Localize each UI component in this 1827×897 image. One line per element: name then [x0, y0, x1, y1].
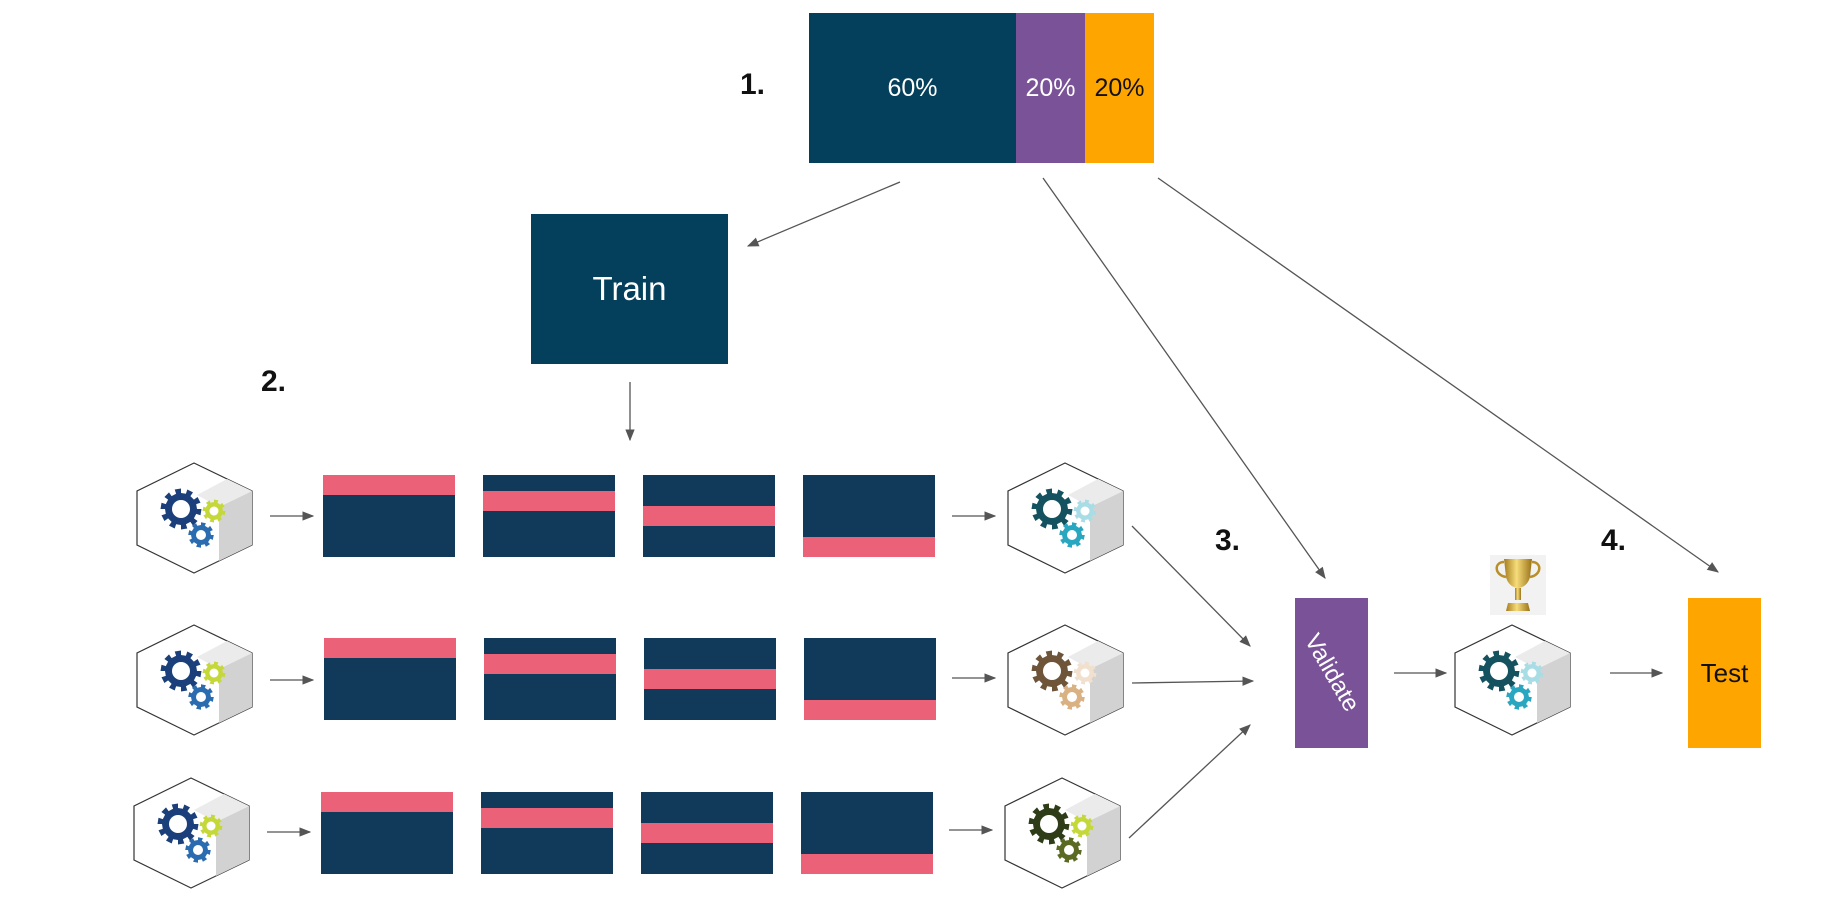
holdout-band: [483, 491, 615, 511]
untrained-model-r1: [135, 461, 255, 575]
trained-model-r2: [1006, 623, 1126, 737]
holdout-band: [641, 823, 773, 843]
train-box: Train: [531, 214, 728, 364]
fold-r3-f1: [321, 792, 453, 874]
fold-r1-f4: [803, 475, 935, 557]
split-segment-validate: 20%: [1016, 13, 1085, 163]
trained-model-r3: [1003, 776, 1123, 890]
holdout-band: [323, 475, 455, 495]
test-label: Test: [1700, 657, 1749, 688]
fold-r1-f1: [323, 475, 455, 557]
split-label-validate: 20%: [1025, 73, 1076, 102]
holdout-band: [804, 700, 936, 720]
fold-r3-f4: [801, 792, 933, 874]
holdout-band: [324, 638, 456, 658]
arrow-split-to-test: [1157, 177, 1719, 573]
gears-icon: [135, 461, 255, 580]
trained-model-r1: [1006, 461, 1126, 575]
fold-r3-f2: [481, 792, 613, 874]
holdout-band: [321, 792, 453, 812]
holdout-band: [644, 669, 776, 689]
untrained-model-r3: [132, 776, 252, 890]
split-bar: 60% 20% 20%: [809, 13, 1154, 163]
arrow-model3-to-validate: [1128, 724, 1251, 839]
fold-r2-f4: [804, 638, 936, 720]
gears-icon: [1003, 776, 1123, 895]
step-label-3: 3.: [1215, 524, 1241, 557]
fold-r2-f2: [484, 638, 616, 720]
split-label-train: 60%: [887, 73, 938, 102]
holdout-band: [643, 506, 775, 526]
gears-icon: [132, 776, 252, 895]
split-segment-train: 60%: [809, 13, 1016, 163]
validate-label: Validate: [1299, 629, 1365, 717]
fold-r3-f3: [641, 792, 773, 874]
holdout-band: [801, 854, 933, 874]
trophy-icon: [1488, 553, 1548, 617]
train-label: Train: [592, 270, 667, 307]
best-model: [1453, 623, 1573, 737]
arrow-split-to-train: [746, 181, 901, 247]
holdout-band: [803, 537, 935, 557]
gears-icon: [1006, 461, 1126, 580]
arrow-model2-to-validate: [1131, 676, 1255, 686]
arrow-split-to-validate: [1042, 177, 1326, 579]
step-label-4: 4.: [1601, 524, 1627, 557]
fold-r2-f3: [644, 638, 776, 720]
validate-box: Validate: [1295, 598, 1368, 748]
untrained-model-r2: [135, 623, 255, 737]
arrow-model1-to-validate: [1131, 525, 1251, 647]
step-label-1: 1.: [740, 68, 766, 101]
fold-r1-f3: [643, 475, 775, 557]
fold-r2-f1: [324, 638, 456, 720]
step-label-2: 2.: [261, 365, 287, 398]
holdout-band: [484, 654, 616, 674]
gears-icon: [1006, 623, 1126, 742]
fold-r1-f2: [483, 475, 615, 557]
gears-icon: [135, 623, 255, 742]
holdout-band: [481, 808, 613, 828]
split-label-test: 20%: [1094, 73, 1145, 102]
test-box: Test: [1688, 598, 1761, 748]
split-segment-test: 20%: [1085, 13, 1154, 163]
gears-icon: [1453, 623, 1573, 742]
